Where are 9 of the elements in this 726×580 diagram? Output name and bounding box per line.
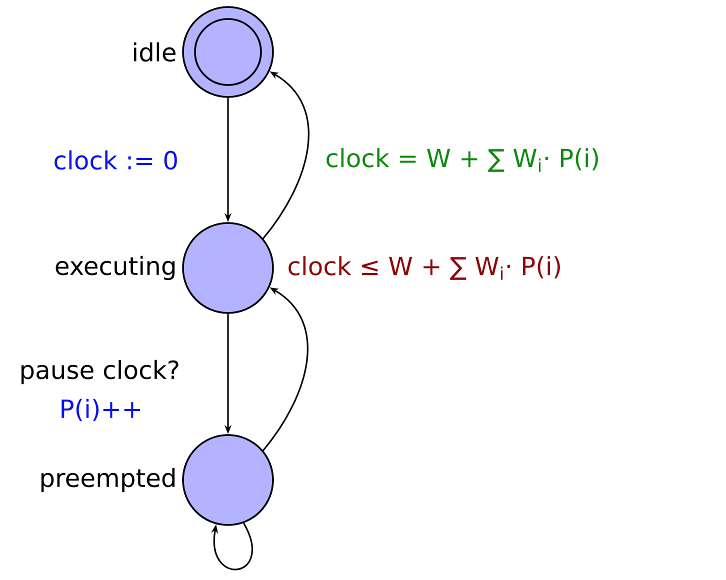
- transition-arrow: [211, 522, 253, 570]
- location-name: executing: [56, 256, 175, 280]
- invariant-label: clock ≤ W + ∑ W$_{i}$· P(i): [288, 256, 560, 280]
- location-name: preempted: [41, 468, 175, 492]
- update-label: clock := 0: [54, 150, 177, 170]
- sync-label: pause clock?: [21, 360, 178, 384]
- location-name: idle: [134, 42, 176, 62]
- update-label: P(i)++: [62, 398, 140, 422]
- guard-label: clock = W + ∑ W$_{i}$· P(i): [326, 148, 598, 172]
